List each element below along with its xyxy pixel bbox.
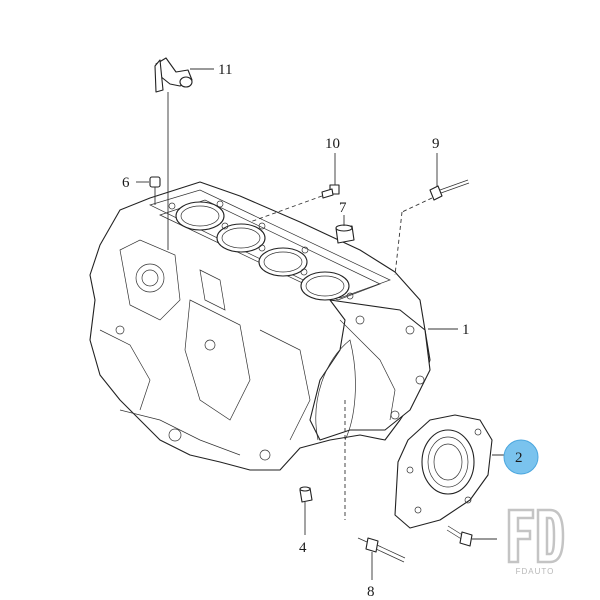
callout-2-highlight	[503, 439, 539, 475]
rear-seal-carrier	[394, 414, 493, 529]
stud-8	[344, 400, 406, 563]
callout-4: 4	[299, 540, 307, 556]
callout-8: 8	[367, 584, 375, 600]
callout-7: 7	[339, 200, 347, 216]
bolt-10	[249, 184, 340, 223]
callout-10: 10	[325, 136, 340, 152]
callout-2: 2	[515, 450, 523, 466]
stud-9	[394, 179, 470, 276]
fd-watermark-logo: FDAUTO	[497, 504, 573, 582]
callout-9: 9	[432, 136, 440, 152]
callout-11: 11	[218, 62, 232, 78]
callout-1: 1	[462, 322, 470, 338]
coolant-elbow-fitting	[154, 57, 193, 250]
callout-6: 6	[122, 175, 130, 191]
bolt-3	[446, 525, 473, 547]
fd-logo-mark	[507, 508, 565, 564]
watermark-caption: FDAUTO	[515, 567, 555, 576]
engine-block	[89, 181, 431, 471]
plug-part	[149, 176, 161, 205]
dowel-sleeve	[335, 224, 355, 244]
dowel-4	[299, 486, 313, 503]
